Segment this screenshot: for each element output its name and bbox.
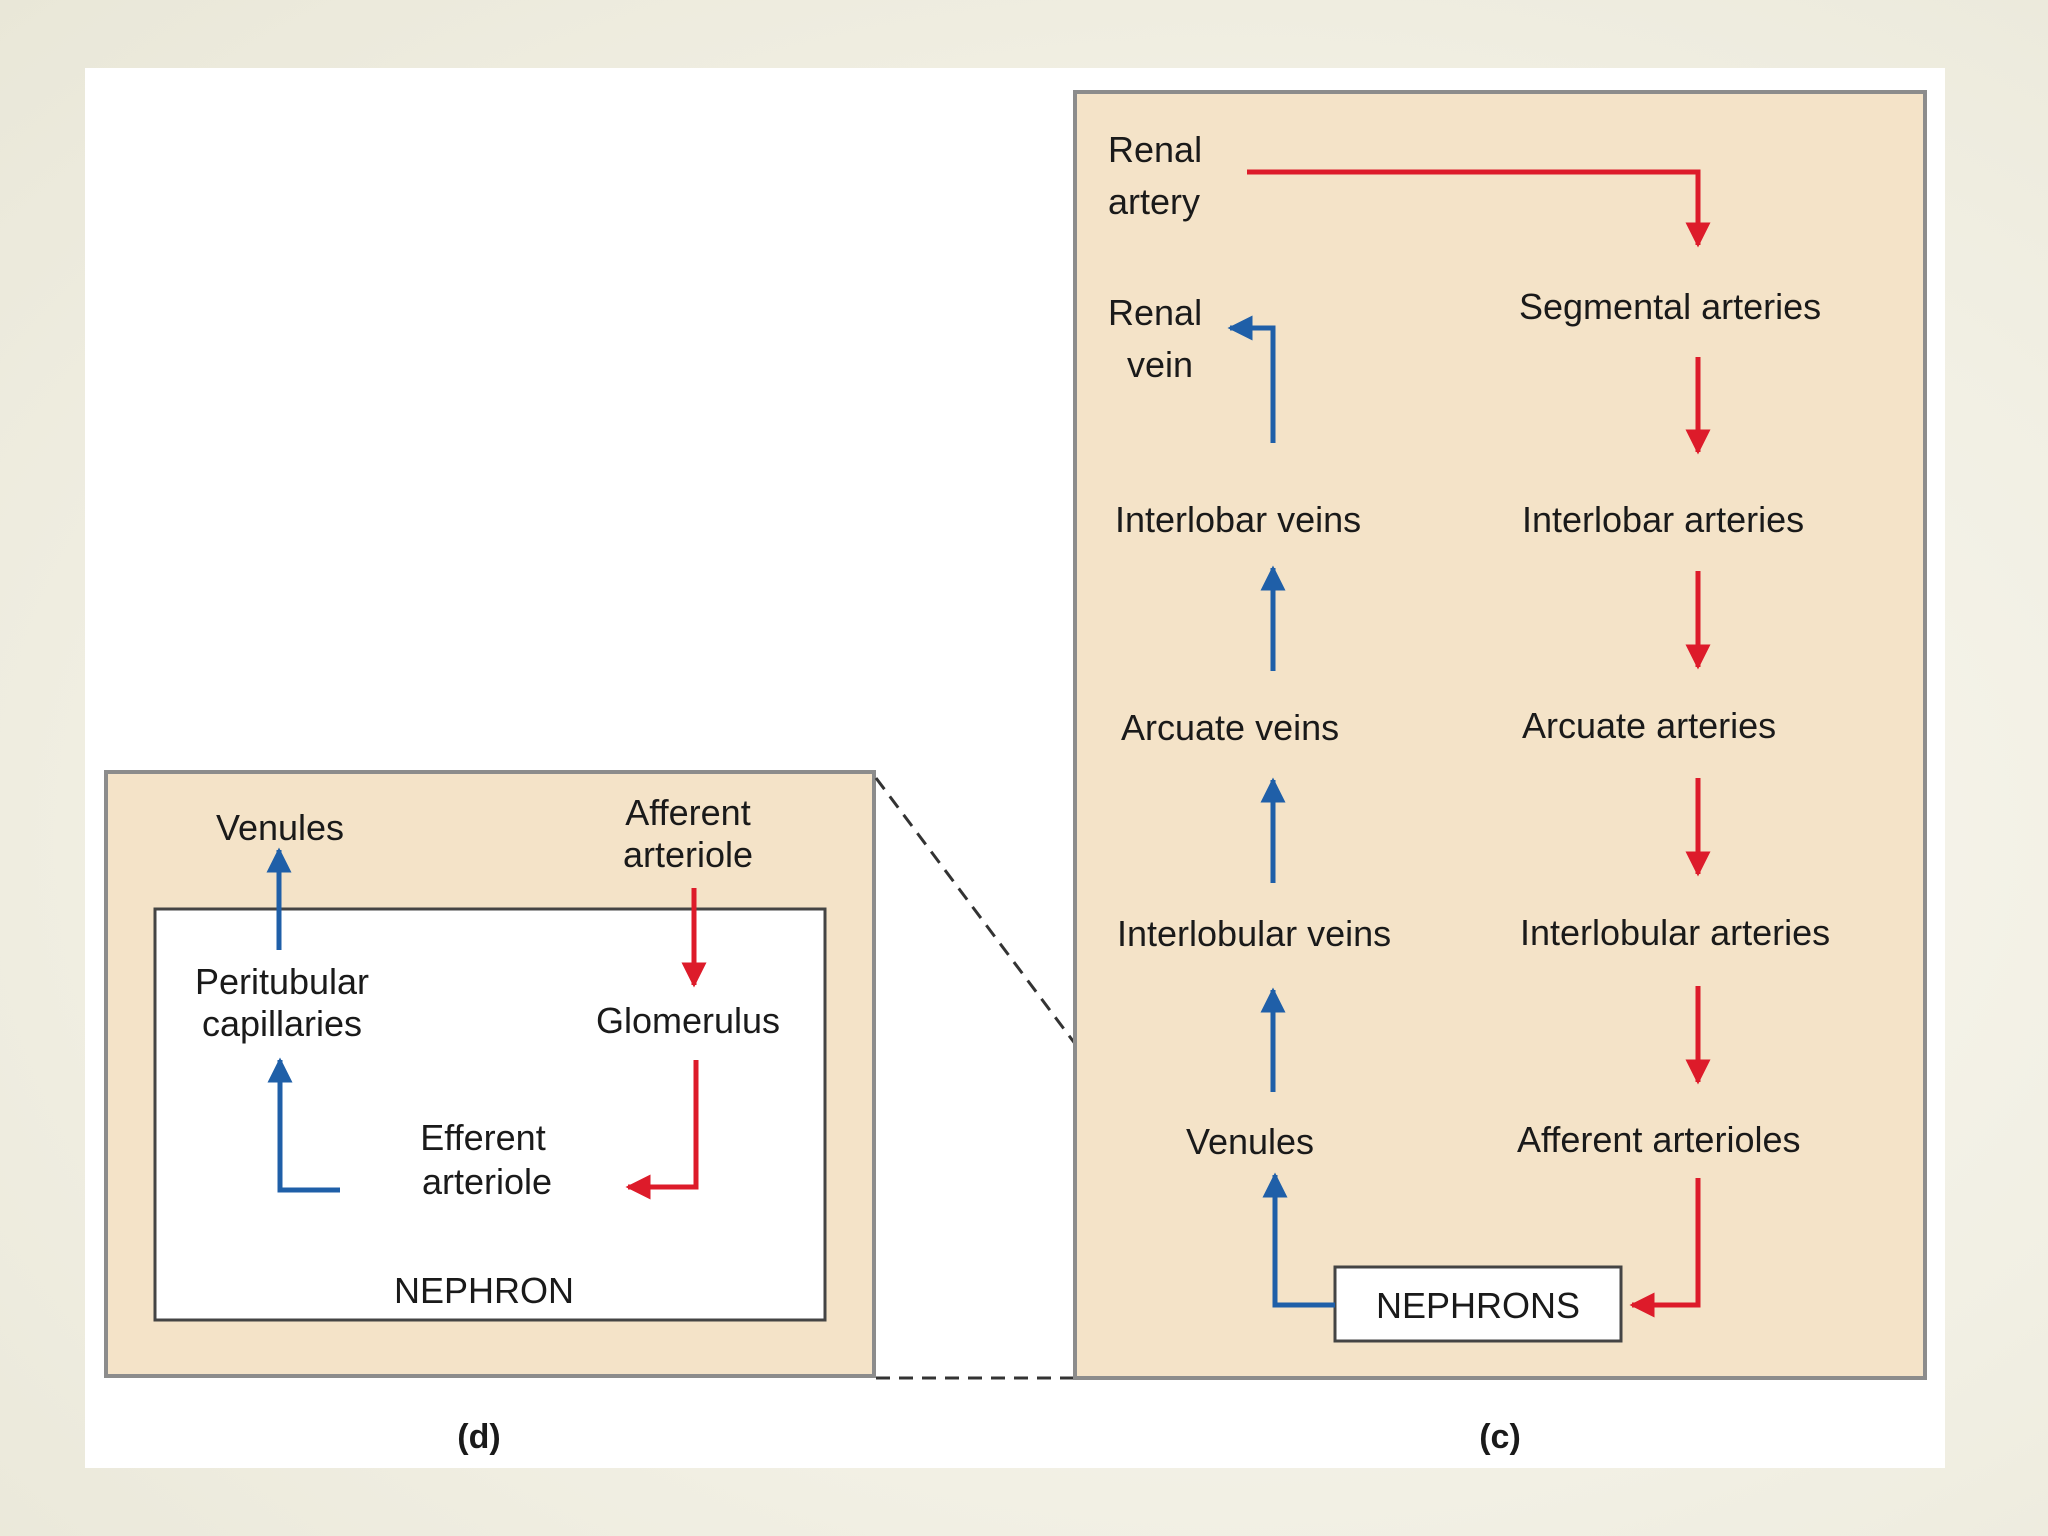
dashed-connector-top (874, 777, 1078, 1046)
arrow-nephrons-to-venules (1262, 1172, 1335, 1308)
arrow-renal-artery-to-segmental (1247, 169, 1711, 248)
peritubular-capillaries-label-line1: Peritubular (195, 961, 369, 1002)
nephrons-label: NEPHRONS (1376, 1285, 1580, 1326)
panel-c-box (1073, 90, 1927, 1380)
arrow-interlobar-to-renal-vein (1227, 315, 1276, 443)
renal-vein-label-line1: Renal (1108, 292, 1202, 333)
caption-c: (c) (1479, 1418, 1521, 1456)
renal-artery-label-line2: artery (1108, 181, 1200, 222)
peritubular-capillaries-label-line2: capillaries (202, 1003, 362, 1044)
arrow-afferent-to-nephrons (1629, 1178, 1701, 1318)
afferent-arterioles-label: Afferent arterioles (1517, 1119, 1800, 1160)
interlobar-arteries-label: Interlobar arteries (1522, 499, 1804, 540)
interlobar-veins-label: Interlobar veins (1115, 499, 1361, 540)
nephron-label: NEPHRON (394, 1270, 574, 1311)
venules-label-d: Venules (216, 807, 344, 848)
interlobular-arteries-label: Interlobular arteries (1520, 912, 1830, 953)
nephrons-box (1333, 1265, 1623, 1343)
afferent-arteriole-label-line1: Afferent (625, 792, 750, 833)
segmental-arteries-label: Segmental arteries (1519, 286, 1821, 327)
venules-label-c: Venules (1186, 1121, 1314, 1162)
efferent-arteriole-label-line1: Efferent (420, 1117, 545, 1158)
efferent-arteriole-label-line2: arteriole (422, 1161, 552, 1202)
arcuate-veins-label: Arcuate veins (1121, 707, 1339, 748)
caption-d: (d) (457, 1418, 500, 1456)
arcuate-arteries-label: Arcuate arteries (1522, 705, 1776, 746)
renal-vein-label-line2: vein (1127, 344, 1193, 385)
afferent-arteriole-label-line2: arteriole (623, 834, 753, 875)
interlobular-veins-label: Interlobular veins (1117, 913, 1391, 954)
renal-artery-label-line1: Renal (1108, 129, 1202, 170)
glomerulus-label: Glomerulus (596, 1000, 780, 1041)
arrow-efferent-to-peritubular (267, 1057, 340, 1193)
arrow-glomerulus-to-efferent (625, 1060, 699, 1200)
nephron-box (153, 907, 827, 1322)
